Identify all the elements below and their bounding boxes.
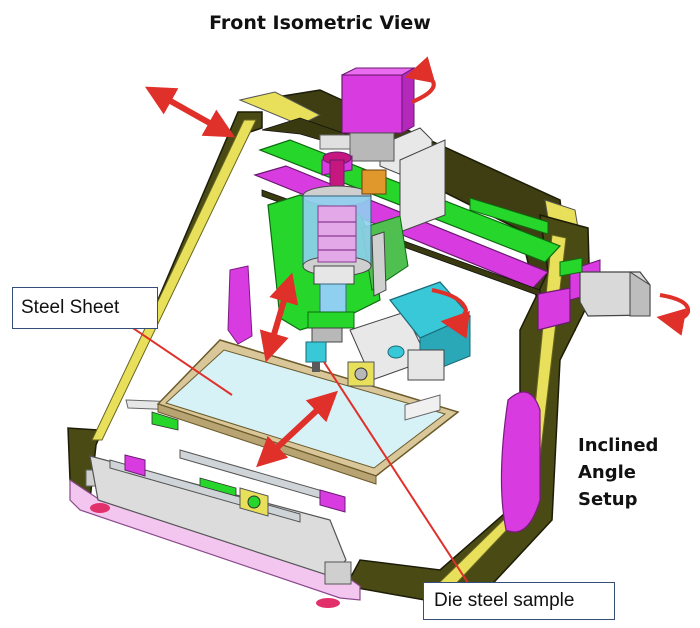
note-line-3: Setup bbox=[578, 489, 638, 510]
diagram-title: Front Isometric View bbox=[209, 12, 431, 34]
y-axis-rails bbox=[109, 449, 346, 523]
rotation-arrows bbox=[404, 56, 691, 339]
double-arrow-icon bbox=[144, 86, 236, 138]
double-arrow-icon bbox=[256, 390, 338, 468]
rotation-arrow-icon bbox=[656, 293, 691, 336]
machine-base bbox=[69, 455, 361, 608]
note-line-2: Angle bbox=[578, 462, 637, 483]
note-line-1: Inclined bbox=[578, 435, 659, 456]
die-steel-leader-line bbox=[323, 361, 471, 587]
steel-sheet-callout: Steel Sheet bbox=[12, 287, 158, 329]
motion-arrows bbox=[144, 86, 338, 468]
steel-sheet-leader-line bbox=[123, 321, 233, 396]
rotation-arrow-icon bbox=[431, 288, 470, 339]
y-axis-motor bbox=[537, 257, 651, 331]
die-steel-sample-callout: Die steel sample bbox=[423, 582, 615, 620]
rotation-arrow-icon bbox=[404, 56, 436, 104]
inclined-angle-note: Inclined Angle Setup bbox=[578, 432, 688, 513]
double-arrow-icon bbox=[259, 272, 299, 363]
spindle-assembly bbox=[302, 67, 416, 372]
